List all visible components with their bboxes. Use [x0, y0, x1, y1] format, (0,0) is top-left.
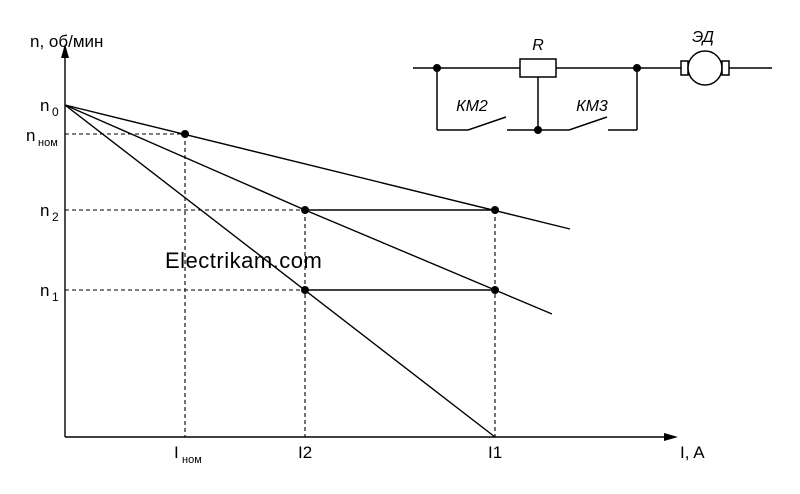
characteristic-curves — [64, 104, 571, 438]
resistor-label: R — [532, 37, 544, 54]
circuit-schematic: R ЭД КМ2 КМ3 — [413, 29, 772, 134]
y-tick-nnom-sub: ном — [38, 137, 58, 149]
point-i2-n1 — [301, 286, 309, 294]
y-axis-arrow-icon — [61, 44, 69, 58]
axes — [61, 44, 678, 441]
contactor-km3-symbol — [538, 116, 637, 131]
contactor-km2-symbol — [437, 116, 538, 131]
y-tick-n2-sub: 2 — [52, 210, 59, 224]
y-tick-nnom-base: n — [26, 126, 35, 145]
rheostat-characteristic-1-line — [64, 104, 553, 315]
contactor-km3-label: КМ3 — [576, 98, 608, 115]
y-tick-n0-sub: 0 — [52, 105, 59, 119]
natural-characteristic-line — [64, 104, 571, 230]
resistor-symbol — [519, 58, 557, 78]
x-tick-inom-sub: ном — [182, 454, 202, 466]
x-axis-arrow-icon — [664, 433, 678, 441]
point-i2-n2 — [301, 206, 309, 214]
motor-symbol — [687, 50, 723, 86]
y-tick-n0-base: n — [40, 96, 49, 115]
dashed-guides — [65, 133, 496, 437]
rheostat-characteristic-2-line — [64, 104, 496, 438]
x-tick-i1: I1 — [488, 443, 502, 462]
point-i1-n2 — [491, 206, 499, 214]
y-tick-n1-sub: 1 — [52, 290, 59, 304]
contactor-km2-label: КМ2 — [456, 98, 488, 115]
motor-brush-left — [680, 60, 689, 76]
watermark-text: Electrikam.com — [165, 248, 322, 273]
point-inom-nnom — [181, 130, 189, 138]
point-markers — [181, 130, 499, 294]
x-tick-i2: I2 — [298, 443, 312, 462]
motor-label: ЭД — [692, 29, 714, 46]
point-i1-n1 — [491, 286, 499, 294]
y-axis-label: n, об/мин — [30, 32, 103, 51]
y-tick-n2-base: n — [40, 201, 49, 220]
x-axis-label: I, A — [680, 443, 705, 462]
motor-brush-right — [721, 60, 730, 76]
y-tick-n1-base: n — [40, 281, 49, 300]
axis-labels: n, об/мин I, A n 0 n ном n 2 n 1 I ном I… — [26, 32, 705, 466]
x-tick-inom-base: I — [174, 443, 179, 462]
km3-blade — [568, 116, 608, 131]
km2-blade — [467, 116, 507, 131]
